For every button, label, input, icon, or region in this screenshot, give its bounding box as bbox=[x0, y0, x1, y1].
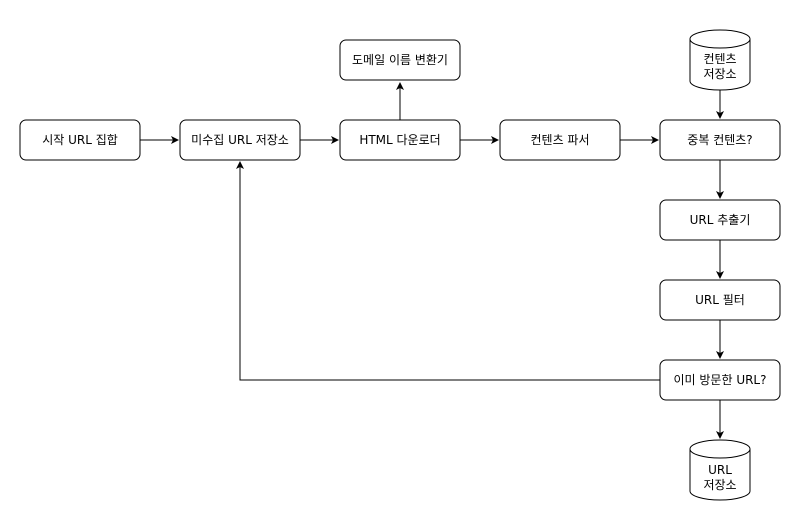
node-url-store-database: URL 저장소 bbox=[689, 439, 751, 501]
node-url-filter: URL 필터 bbox=[659, 279, 781, 321]
node-label: HTML 다운로더 bbox=[359, 133, 440, 147]
node-unvisited-url-store: 미수집 URL 저장소 bbox=[179, 119, 301, 161]
node-label: 중복 컨텐츠? bbox=[687, 133, 752, 147]
node-label: URL 필터 bbox=[695, 293, 745, 307]
node-label: URL 추출기 bbox=[690, 213, 751, 227]
node-label: 미수집 URL 저장소 bbox=[191, 133, 289, 147]
node-already-visited: 이미 방문한 URL? bbox=[659, 359, 781, 401]
node-html-downloader: HTML 다운로더 bbox=[339, 119, 461, 161]
node-label: 컨텐츠 파서 bbox=[530, 133, 589, 147]
edge-visited-back-to-unvisited bbox=[236, 161, 660, 381]
node-label-line1: 컨텐츠 bbox=[703, 52, 736, 66]
node-url-extractor: URL 추출기 bbox=[659, 199, 781, 241]
node-content-store-database: 컨텐츠 저장소 bbox=[689, 29, 751, 91]
node-content-parser: 컨텐츠 파서 bbox=[499, 119, 621, 161]
node-label: 이미 방문한 URL? bbox=[673, 373, 766, 387]
node-label-line2: 저장소 bbox=[703, 67, 736, 81]
node-duplicate-content: 중복 컨텐츠? bbox=[659, 119, 781, 161]
node-label: 시작 URL 집합 bbox=[42, 133, 118, 147]
node-label-line1: URL bbox=[708, 463, 732, 477]
node-label-line2: 저장소 bbox=[703, 478, 736, 492]
node-dns-resolver: 도메일 이름 변환기 bbox=[339, 39, 461, 81]
node-label: 도메일 이름 변환기 bbox=[352, 53, 448, 67]
node-start-url-set: 시작 URL 집합 bbox=[19, 119, 141, 161]
